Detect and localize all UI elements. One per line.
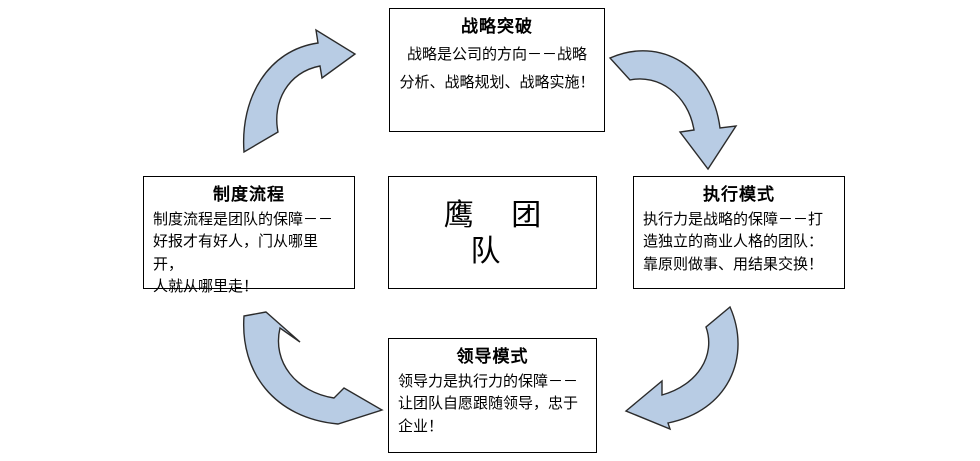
- node-box-execution[interactable]: 执行模式 执行力是战略的保障－－打 造独立的商业人格的团队： 靠原则做事、用结果…: [633, 176, 845, 289]
- node-body-line: 靠原则做事、用结果交换！: [643, 254, 824, 273]
- node-body-line: 企业！: [398, 416, 444, 435]
- node-title-leadership: 领导模式: [456, 347, 529, 367]
- node-title-strategy: 战略突破: [461, 17, 533, 37]
- node-box-process[interactable]: 制度流程 制度流程是团队的保障－－ 好报才有好人，门从哪里开， 人就从哪里走！: [143, 176, 355, 295]
- node-body-line: 好报才有好人，门从哪里开，: [153, 232, 319, 273]
- node-body-strategy: 战略是公司的方向－－战略 分析、战略规划、战略实施！: [399, 40, 595, 97]
- node-title-execution: 执行模式: [703, 185, 775, 205]
- node-body-line: 执行力是战略的保障－－打: [643, 209, 824, 228]
- node-body-line: 让团队自愿跟随领导，忠于: [398, 394, 579, 413]
- node-body-process: 制度流程是团队的保障－－ 好报才有好人，门从哪里开， 人就从哪里走！: [153, 208, 345, 298]
- node-body-line: 领导力是执行力的保障－－: [398, 371, 579, 390]
- node-box-strategy[interactable]: 战略突破 战略是公司的方向－－战略 分析、战略规划、战略实施！: [389, 8, 605, 132]
- node-box-center[interactable]: 鹰 团 队: [388, 176, 597, 289]
- curved-arrow-down-left-icon: [618, 305, 753, 431]
- curved-arrow-up-right-icon: [240, 28, 385, 154]
- curved-arrow-down-right-icon: [608, 36, 743, 176]
- node-body-leadership: 领导力是执行力的保障－－ 让团队自愿跟随领导，忠于 企业！: [398, 370, 587, 438]
- node-body-line: 战略是公司的方向－－战略: [406, 44, 587, 63]
- curved-arrow-up-left-icon: [240, 306, 385, 431]
- center-title: 鹰 团 队: [443, 197, 556, 269]
- node-body-line: 制度流程是团队的保障－－: [153, 209, 334, 228]
- node-title-process: 制度流程: [213, 185, 285, 205]
- node-box-leadership[interactable]: 领导模式 领导力是执行力的保障－－ 让团队自愿跟随领导，忠于 企业！: [388, 338, 597, 453]
- node-body-line: 人就从哪里走！: [153, 277, 259, 296]
- node-body-line: 造独立的商业人格的团队：: [643, 232, 824, 251]
- node-body-execution: 执行力是战略的保障－－打 造独立的商业人格的团队： 靠原则做事、用结果交换！: [643, 208, 835, 276]
- node-body-line: 分析、战略规划、战略实施！: [399, 73, 595, 92]
